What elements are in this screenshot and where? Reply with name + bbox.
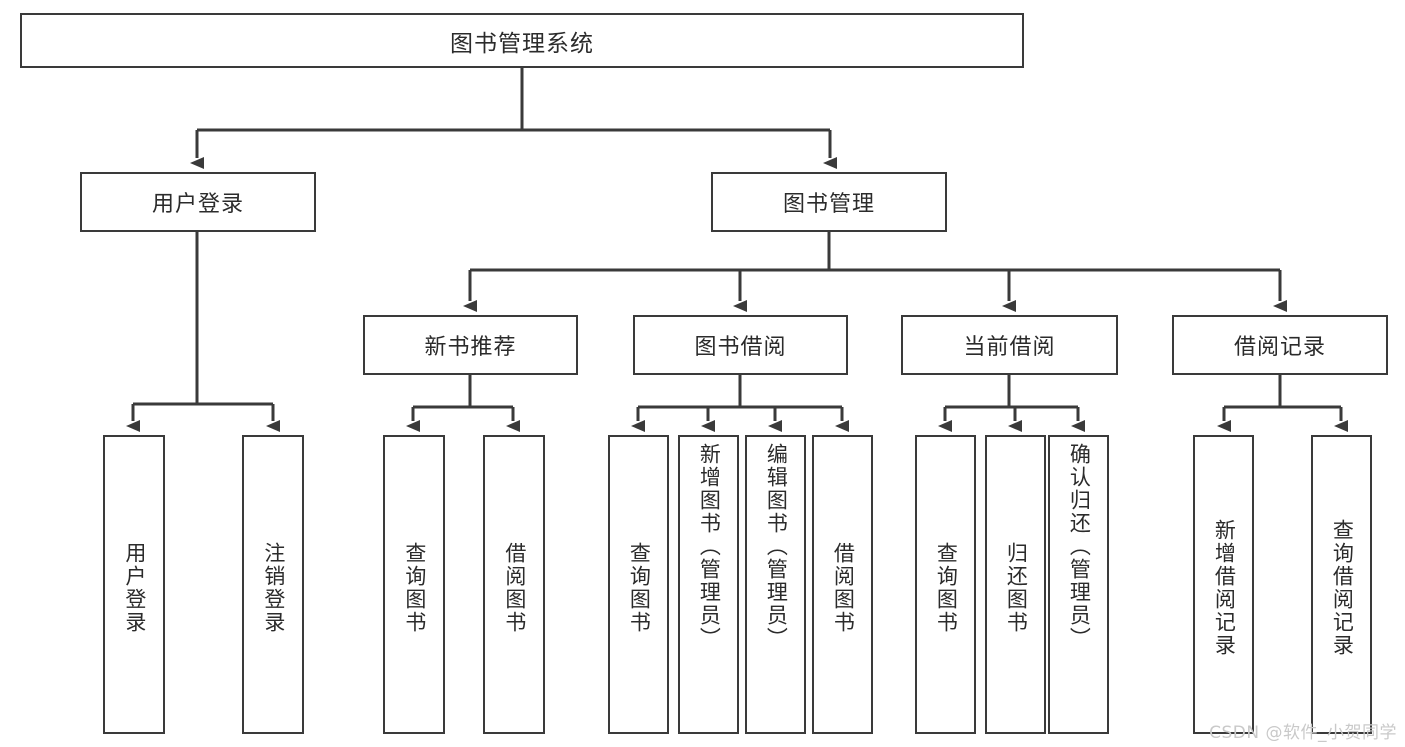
node-new-book-recommend[interactable]: 新书推荐	[363, 315, 578, 375]
leaf-label: 编辑图书（管理员）	[764, 443, 789, 650]
leaf-label: 新增借阅记录	[1212, 518, 1237, 657]
node-borrow-records[interactable]: 借阅记录	[1172, 315, 1388, 375]
leaf-query-books-recommend[interactable]: 查询图书	[383, 435, 445, 734]
node-book-borrow[interactable]: 图书借阅	[633, 315, 848, 375]
leaf-label: 归还图书	[1004, 541, 1029, 634]
leaf-label: 借阅图书	[502, 541, 527, 634]
leaf-borrow-books[interactable]: 借阅图书	[812, 435, 873, 734]
leaf-label: 确认归还（管理员）	[1067, 443, 1092, 650]
leaf-confirm-return-admin[interactable]: 确认归还（管理员）	[1048, 435, 1109, 734]
leaf-user-login[interactable]: 用户登录	[103, 435, 165, 734]
leaf-edit-book-admin[interactable]: 编辑图书（管理员）	[745, 435, 806, 734]
leaf-label: 新增图书（管理员）	[697, 443, 722, 650]
leaf-return-books[interactable]: 归还图书	[985, 435, 1046, 734]
node-root-system[interactable]: 图书管理系统	[20, 13, 1024, 68]
leaf-label: 注销登录	[261, 541, 286, 634]
leaf-label: 查询图书	[934, 541, 959, 634]
node-user-login[interactable]: 用户登录	[80, 172, 316, 232]
node-current-borrow[interactable]: 当前借阅	[901, 315, 1118, 375]
leaf-label: 查询图书	[402, 541, 427, 634]
leaf-label: 查询图书	[627, 541, 652, 634]
leaf-logout[interactable]: 注销登录	[242, 435, 304, 734]
leaf-query-borrow-record[interactable]: 查询借阅记录	[1311, 435, 1372, 734]
leaf-label: 借阅图书	[831, 541, 856, 634]
leaf-add-book-admin[interactable]: 新增图书（管理员）	[678, 435, 739, 734]
leaf-label: 用户登录	[122, 541, 147, 634]
node-book-management[interactable]: 图书管理	[711, 172, 947, 232]
watermark-text: CSDN @软件_小贺同学	[1209, 723, 1397, 743]
leaf-borrow-books-recommend[interactable]: 借阅图书	[483, 435, 545, 734]
leaf-add-borrow-record[interactable]: 新增借阅记录	[1193, 435, 1254, 734]
leaf-label: 查询借阅记录	[1330, 518, 1355, 657]
leaf-query-books-current[interactable]: 查询图书	[915, 435, 976, 734]
leaf-query-books[interactable]: 查询图书	[608, 435, 669, 734]
